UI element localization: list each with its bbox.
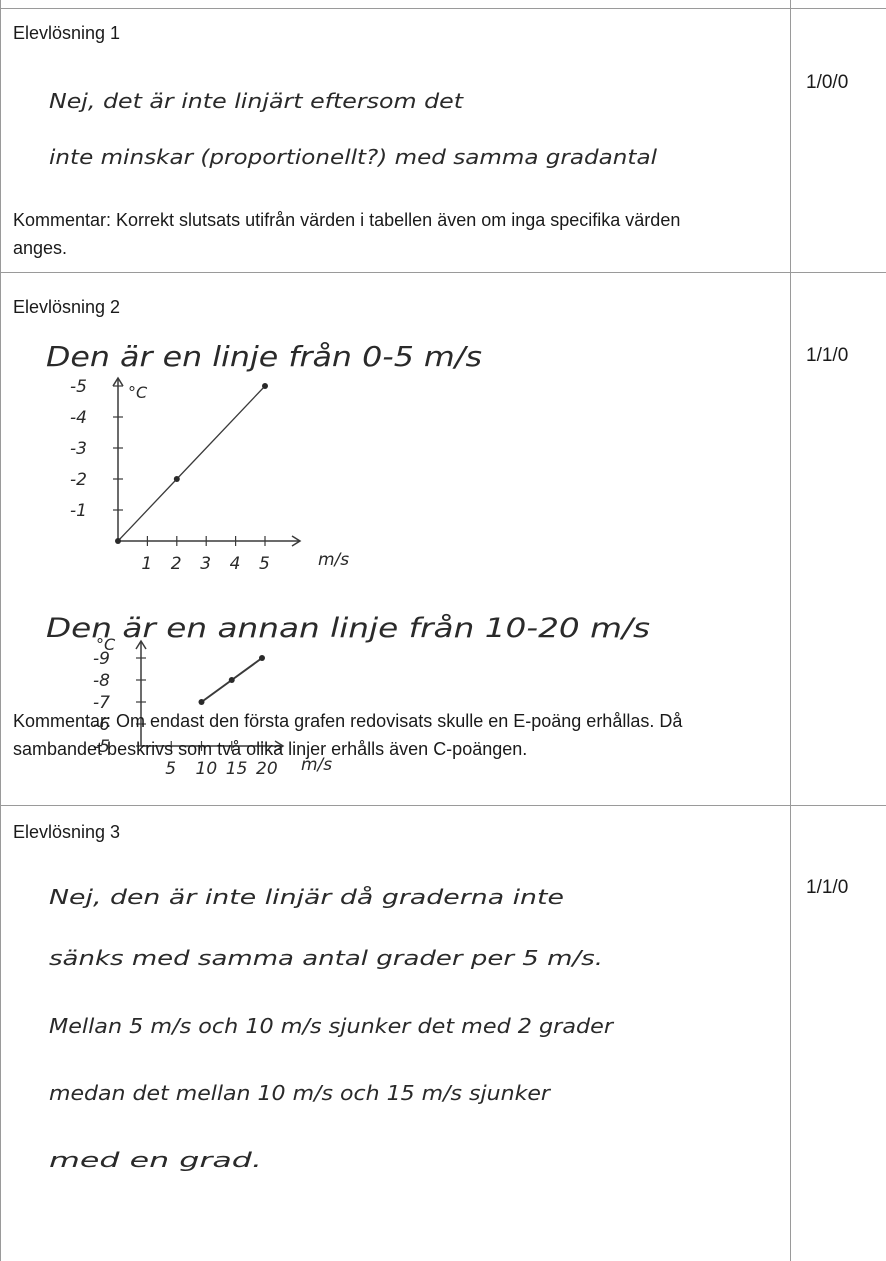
chart2-point-2	[259, 655, 265, 661]
chart2-x-tick-label-3: 20	[256, 759, 278, 779]
chart1-point-1	[173, 476, 180, 482]
chart1-x-arrow	[291, 535, 302, 547]
chart2-x-tick-label-1: 10	[196, 759, 218, 779]
chart1-y-tick-label-3: -4	[70, 408, 87, 428]
chart2-x-axis-label: m/s	[301, 755, 332, 775]
chart1-x-tick-label-2: 3	[200, 554, 211, 574]
chart1-y-tick-label-0: -1	[70, 501, 87, 521]
s2-hw-line-1: Den är en linje från 0-5 m/s	[46, 340, 482, 373]
s3-hw-line-1: Nej, den är inte linjär då graderna inte	[49, 885, 564, 909]
table-top-border	[0, 8, 886, 9]
chart2-y-tick-label-4: -9	[93, 649, 110, 669]
chart1-x-tick-label-4: 5	[259, 554, 270, 574]
chart2-x-tick-label-2: 15	[226, 759, 248, 779]
chart1-point-0	[115, 538, 121, 544]
chart1-y-tick-label-1: -2	[70, 470, 87, 490]
chart2-y-axis-label: °C	[96, 635, 116, 654]
chart2-y-tick-label-3: -8	[93, 671, 110, 691]
chart1-y-arrow	[112, 376, 124, 387]
s1-hw-line-1: Nej, det är inte linjärt eftersom det	[49, 89, 464, 113]
section-1-score: 1/0/0	[806, 72, 849, 93]
chart1-y-tick-label-2: -3	[70, 439, 87, 459]
chart1-x-tick-label-3: 4	[230, 554, 241, 574]
section-3-title: Elevlösning 3	[13, 822, 121, 842]
s3-hw-line-2: sänks med samma antal grader per 5 m/s.	[49, 946, 603, 970]
chart1-point-2	[262, 383, 268, 389]
chart2-x-tick-label-0: 5	[165, 759, 176, 779]
chart2-y-tick-label-1: -6	[93, 715, 110, 735]
table-left-border	[0, 0, 1, 1261]
chart1-x-tick-label-1: 2	[171, 554, 182, 574]
s1-hw-line-2: inte minskar (proportionellt?) med samma…	[49, 145, 658, 169]
chart1-x-axis-label: m/s	[318, 550, 349, 570]
score-column-divider	[790, 0, 791, 1261]
row-divider-1	[0, 272, 886, 273]
chart2-y-tick-label-0: -5	[93, 737, 110, 757]
chart1-y-tick-label-4: -5	[70, 377, 87, 397]
chart2-point-0	[198, 699, 205, 705]
section-1-title: Elevlösning 1	[13, 23, 121, 43]
section-2-title: Elevlösning 2	[13, 297, 121, 317]
chart2-y-tick-label-2: -7	[93, 693, 110, 713]
chart2-point-1	[228, 677, 235, 683]
chart1-x-tick-label-0: 1	[141, 554, 152, 574]
chart1-y-axis-label: °C	[128, 383, 148, 402]
s3-hw-line-5: med en grad.	[49, 1148, 262, 1172]
chart2-x-arrow	[274, 740, 285, 752]
s3-hw-line-3: Mellan 5 m/s och 10 m/s sjunker det med …	[49, 1014, 615, 1038]
s3-hw-line-4: medan det mellan 10 m/s och 15 m/s sjunk…	[49, 1081, 552, 1105]
section-1-comment: Kommentar: Korrekt slutsats utifrån värd…	[13, 210, 681, 258]
section-2-score: 1/1/0	[806, 345, 849, 366]
s2-hw-line-2: Den är en annan linje från 10-20 m/s	[46, 613, 650, 644]
chart2-y-arrow	[135, 639, 147, 650]
row-divider-2	[0, 805, 886, 806]
section-3-score: 1/1/0	[806, 877, 849, 898]
section-2-comment: Kommentar: Om endast den första grafen r…	[13, 711, 683, 759]
